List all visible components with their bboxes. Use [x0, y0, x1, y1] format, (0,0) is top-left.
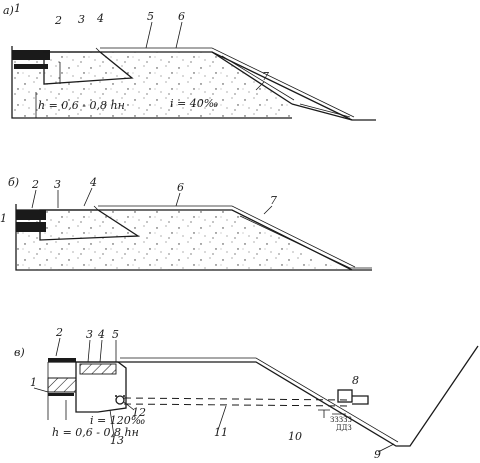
panel-c-num-3: 3 — [86, 328, 93, 341]
panel-a-base-lower — [14, 64, 48, 69]
panel-b-letter: б) — [8, 176, 19, 189]
panel-b-num-2: 2 — [31, 178, 39, 191]
panel-c-num-2: 2 — [55, 326, 63, 339]
panel-c-num-10: 10 — [288, 430, 302, 443]
panel-c-num-5: 5 — [112, 328, 119, 341]
svg-text:ДДЗ: ДДЗ — [336, 424, 352, 432]
panel-a-num-4: 4 — [96, 12, 104, 25]
panel-c-num-9: 9 — [374, 448, 381, 461]
panel-a: a) 1 2 3 4 5 6 7 h = 0,6 - 0,8 hн i = 40… — [3, 2, 376, 121]
panel-a-formula-h: h = 0,6 - 0,8 hн — [38, 99, 125, 112]
panel-a-num-5: 5 — [147, 10, 154, 23]
panel-a-num-6: 6 — [178, 10, 185, 23]
panel-a-num-7: 7 — [262, 70, 269, 83]
panel-c-base-courses — [48, 358, 76, 362]
panel-c: в) ЗЗЗЗЗ ДДЗ 1 2 3 4 5 8 9 10 11 12 — [14, 326, 479, 461]
panel-b-base-lower — [16, 222, 46, 232]
panel-a-num-2: 2 — [54, 14, 62, 27]
panel-a-sand-layer — [12, 52, 292, 118]
panel-b-num-6: 6 — [177, 181, 184, 194]
svg-text:ЗЗЗЗЗ: ЗЗЗЗЗ — [330, 416, 352, 424]
panel-b-num-4: 4 — [89, 176, 97, 189]
panel-a-letter: a) — [3, 4, 14, 17]
panel-c-num-11: 11 — [214, 426, 228, 439]
panel-b-num-7: 7 — [270, 194, 277, 207]
panel-c-num-8: 8 — [352, 374, 359, 387]
panel-b-base-courses — [16, 210, 46, 220]
panel-c-drain-pipe — [115, 395, 125, 405]
panel-a-bottom — [11, 46, 292, 119]
panel-c-drain-line — [123, 397, 349, 401]
panel-a-num-1: 1 — [14, 2, 21, 15]
panel-c-formula-i: i = 120‰ — [90, 414, 145, 427]
panel-c-frost-layer — [79, 363, 117, 375]
panel-c-letter: в) — [14, 346, 25, 359]
panel-a-slope — [211, 51, 376, 121]
panel-b-num-3: 3 — [54, 178, 61, 191]
panel-c-formula-h: h = 0,6 - 0,8 hн — [52, 426, 139, 439]
panel-b: б) 1 2 3 4 6 7 — [0, 176, 372, 271]
panel-a-num-3: 3 — [78, 13, 85, 26]
panel-c-num-4: 4 — [97, 328, 105, 341]
panel-a-base-courses — [12, 50, 50, 60]
panel-c-num-13: 13 — [110, 434, 124, 447]
panel-c-num-12: 12 — [132, 406, 146, 419]
panel-b-bottom — [15, 204, 372, 271]
panel-a-formula-i: i = 40‰ — [170, 97, 219, 110]
panel-c-base-hatch — [47, 377, 77, 393]
panel-a-pavement-top — [100, 47, 355, 118]
panel-b-num-1: 1 — [0, 212, 7, 225]
panel-c-num-1: 1 — [30, 376, 37, 389]
panel-c-pavement — [48, 345, 479, 447]
